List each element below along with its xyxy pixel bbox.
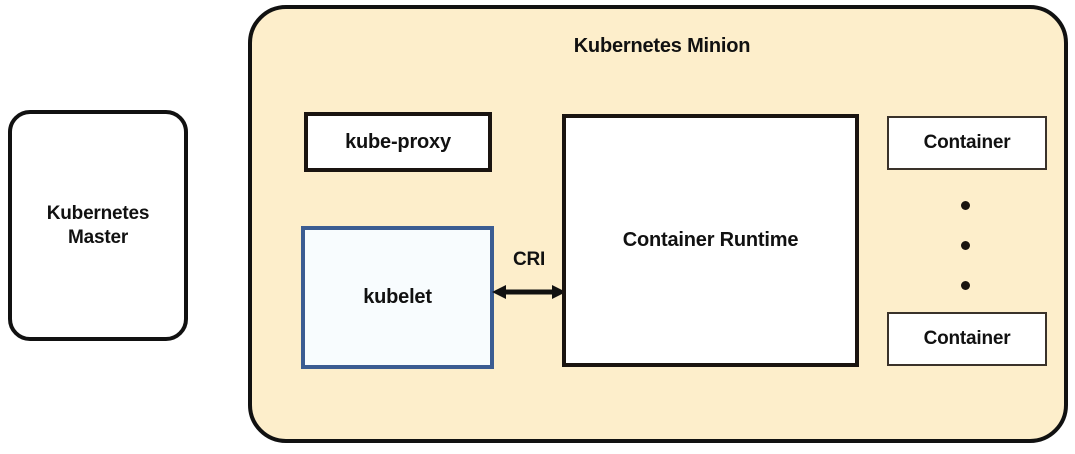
kubernetes-master-box: Kubernetes Master [8,110,188,341]
kube-proxy-box: kube-proxy [304,112,492,172]
cri-label: CRI [512,249,546,270]
kubernetes-minion-title: Kubernetes Minion [573,35,751,57]
container-box-top: Container [887,116,1047,170]
kubernetes-minion-panel: Kubernetes Minion kube-proxy kubelet CRI… [248,5,1068,443]
container-runtime-box: Container Runtime [562,114,859,367]
ellipsis-dot [961,281,970,290]
kubernetes-master-label: Kubernetes Master [46,202,150,248]
ellipsis-dot [961,201,970,210]
ellipsis-dot [961,241,970,250]
vertical-ellipsis-icon [961,201,971,297]
cri-double-arrow-icon [492,285,566,299]
kubelet-label: kubelet [363,286,432,308]
container-box-bottom: Container [887,312,1047,366]
container-runtime-label: Container Runtime [622,229,799,251]
kube-proxy-label: kube-proxy [345,130,451,153]
container-bottom-label: Container [923,328,1011,349]
cri-connector-group: CRI [492,249,566,311]
kubelet-box: kubelet [301,226,494,369]
container-top-label: Container [923,132,1011,153]
